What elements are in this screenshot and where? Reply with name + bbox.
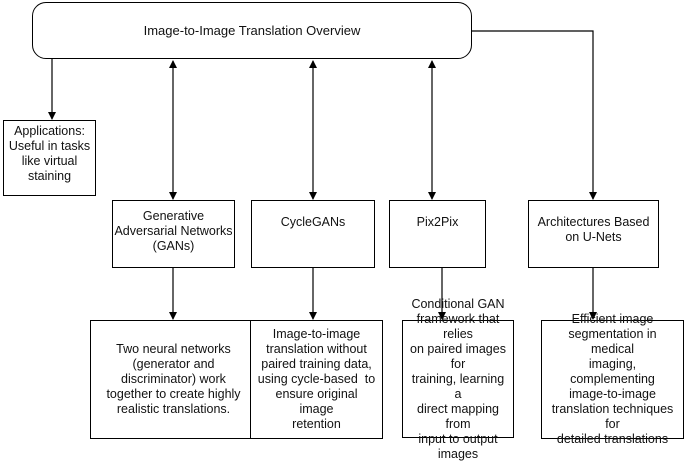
applications-line: Useful in tasks (8, 139, 91, 153)
cyclegans-description-line: translation without (266, 342, 367, 356)
root-node: Image-to-Image Translation Overview (32, 2, 472, 59)
unets-description-line: detailed translations (556, 432, 669, 446)
gans-description-line: Two neural networks (116, 342, 231, 356)
unets-description-node: Efficient image segmentation in medical … (541, 312, 684, 446)
gans-description-line: together to create highly (106, 387, 241, 401)
unets-line: Architectures Based (537, 215, 650, 229)
unets-node: Architectures Based on U-Nets (528, 200, 659, 268)
edge-root-unets (472, 30, 597, 200)
pix2pix-description-line: training, learning a (411, 371, 505, 401)
unets-description-line: imaging, complementing (570, 357, 655, 386)
pix2pix-description-line: direct mapping from (417, 401, 499, 431)
connector-layer (48, 30, 597, 320)
pix2pix-node: Pix2Pix (389, 200, 486, 268)
cyclegans-node: CycleGANs (251, 200, 375, 268)
pix2pix-description-node: Conditional GAN framework that relies on… (402, 297, 514, 461)
pix2pix-description-line: images (437, 446, 479, 461)
unets-description-line: image-to-image (569, 387, 656, 401)
gans-line: (GANs) (152, 239, 195, 253)
pix2pix-line: Pix2Pix (416, 215, 459, 229)
applications-node: Applications: Useful in tasks like virtu… (3, 120, 96, 196)
gans-description-line: discriminator) work (121, 372, 226, 386)
cyclegans-description-line: paired training data, (261, 357, 372, 371)
root-label: Image-to-Image Translation Overview (143, 23, 361, 38)
unets-description-line: segmentation in medical (568, 327, 657, 356)
cyclegans-description-line: using cycle-based to (257, 372, 376, 386)
cyclegans-description-node: Image-to-image translation without paire… (250, 320, 383, 439)
gans-line: Adversarial Networks (114, 224, 233, 238)
applications-line: Applications: (14, 124, 85, 138)
gans-description-node: Two neural networks (generator and discr… (90, 320, 257, 439)
gans-description-line: (generator and (132, 357, 215, 371)
applications-line: staining (27, 169, 72, 183)
cyclegans-description-line: Image-to-image (272, 327, 361, 341)
unets-line: on U-Nets (565, 230, 622, 244)
pix2pix-description-line: input to output (418, 431, 498, 446)
pix2pix-description-line: Conditional GAN (411, 296, 505, 311)
pix2pix-description-line: on paired images for (410, 341, 506, 371)
cyclegans-description-line: ensure original image (275, 387, 358, 416)
unets-description-line: translation techniques for (551, 402, 674, 431)
cyclegans-line: CycleGANs (280, 215, 346, 229)
pix2pix-description-line: framework that relies (416, 311, 500, 341)
gans-description-line: realistic translations. (116, 402, 231, 416)
unets-description-line: Efficient image (571, 312, 654, 326)
gans-node: Generative Adversarial Networks (GANs) (112, 200, 235, 268)
cyclegans-description-line: retention (292, 417, 341, 431)
gans-line: Generative (142, 209, 205, 223)
applications-line: like virtual (21, 154, 78, 168)
